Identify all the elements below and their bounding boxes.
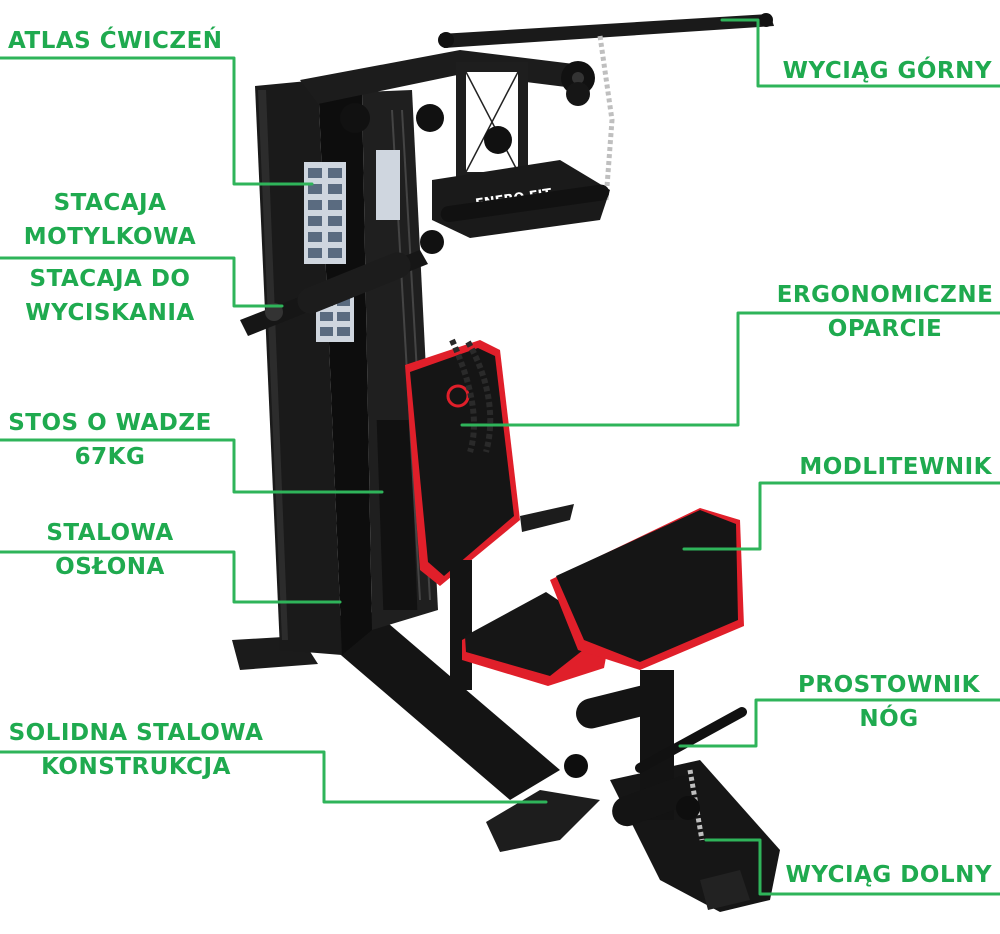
- rope-handle: [449, 338, 494, 453]
- label-leg-ext: PROSTOWNIK NÓG: [792, 668, 986, 736]
- pulley: [484, 126, 512, 154]
- leader-lower-pulley: [704, 838, 1000, 896]
- upper-chain: [597, 35, 615, 201]
- label-press-line2: WYCISKANIA: [25, 300, 195, 326]
- leader-upper-pulley: [720, 18, 1000, 88]
- label-backrest-line2: OPARCIE: [827, 316, 943, 342]
- label-stack-line2: 67KG: [74, 444, 146, 470]
- top-frame: [300, 50, 590, 104]
- label-leg-ext-line1: PROSTOWNIK: [798, 672, 980, 698]
- label-frame: SOLIDNA STALOWA KONSTRUKCJA: [6, 716, 266, 784]
- label-shroud-line1: STALOWA: [46, 520, 174, 546]
- label-butterfly: STACAJA MOTYLKOWA: [8, 186, 212, 254]
- label-frame-line2: KONSTRUKCJA: [41, 754, 231, 780]
- leader-atlas: [0, 56, 314, 186]
- leader-press: [0, 256, 284, 308]
- leader-frame: [0, 750, 548, 804]
- label-backrest: ERGONOMICZNE OPARCIE: [774, 278, 996, 346]
- label-stack: STOS O WADZE 67KG: [8, 406, 212, 474]
- seat-column: [450, 560, 472, 690]
- leader-stack: [0, 438, 384, 494]
- exercise-chart-3: [376, 150, 400, 220]
- label-press: STACAJA DO WYCISKANIA: [8, 262, 212, 330]
- label-lower-pulley: WYCIĄG DOLNY: [785, 862, 992, 888]
- label-preacher: MODLITEWNIK: [799, 454, 992, 480]
- label-atlas: ATLAS ĆWICZEŃ: [8, 28, 223, 54]
- lat-bar-end: [438, 32, 454, 48]
- leader-leg-ext: [678, 698, 1000, 748]
- label-upper-pulley: WYCIĄG GÓRNY: [782, 58, 992, 84]
- shroud-highlight: [258, 90, 288, 640]
- leader-lines: [0, 18, 1000, 896]
- pulley: [416, 104, 444, 132]
- base-beam: [300, 612, 560, 800]
- label-butterfly-line2: MOTYLKOWA: [23, 224, 197, 250]
- pulley: [340, 103, 370, 133]
- pulley: [566, 82, 590, 106]
- lower-pulley: [676, 796, 700, 820]
- label-shroud: STALOWA OSŁONA: [8, 516, 212, 584]
- lat-pulldown-bar: [440, 14, 774, 48]
- leader-shroud: [0, 550, 342, 604]
- label-butterfly-line1: STACAJA: [53, 190, 167, 216]
- leg-roller: [612, 775, 699, 827]
- foot-rest: [520, 504, 574, 532]
- label-stack-line1: STOS O WADZE: [8, 410, 212, 436]
- label-leg-ext-line2: NÓG: [859, 706, 919, 732]
- rear-foot-plate: [700, 870, 750, 910]
- label-backrest-line1: ERGONOMICZNE: [776, 282, 994, 308]
- gym-machine: ENERO FIT: [232, 13, 780, 912]
- leader-preacher: [682, 481, 1000, 551]
- weight-stack: [376, 420, 418, 610]
- leader-backrest: [460, 311, 1000, 427]
- leg-ext-bar: [635, 707, 747, 773]
- label-press-line1: STACAJA DO: [29, 266, 191, 292]
- exercise-chart-1: [304, 162, 346, 264]
- label-frame-line1: SOLIDNA STALOWA: [8, 720, 264, 746]
- label-shroud-line2: OSŁONA: [55, 554, 165, 580]
- butterfly-arm: [440, 184, 610, 223]
- rear-foot: [486, 790, 600, 852]
